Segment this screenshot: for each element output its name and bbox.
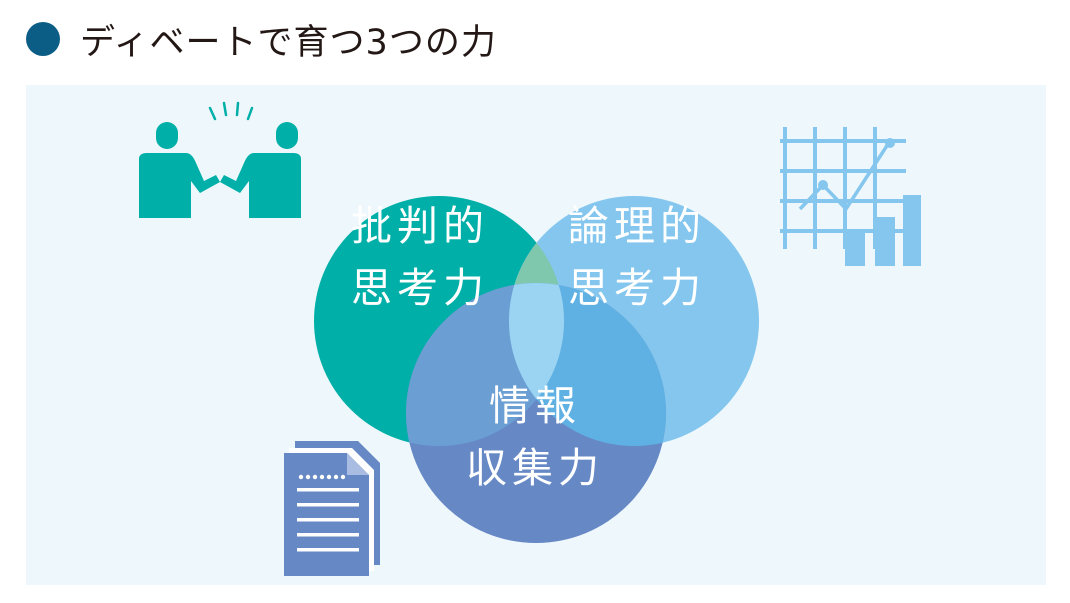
document-icon xyxy=(284,441,380,576)
title-bullet xyxy=(26,22,60,56)
diagram-panel: 批判的 思考力 論理的 思考力 情報 収集力 xyxy=(26,85,1046,585)
logical-thinking-label: 論理的 思考力 xyxy=(568,195,706,319)
critical-thinking-line2: 思考力 xyxy=(351,264,489,312)
page-title: ディベートで育つ3つの力 xyxy=(80,22,497,63)
title-row: ディベートで育つ3つの力 xyxy=(26,14,497,64)
information-gathering-line1: 情報 xyxy=(489,382,581,430)
information-gathering-label: 情報 収集力 xyxy=(460,375,610,499)
critical-thinking-label: 批判的 思考力 xyxy=(351,195,489,319)
growth-chart-icon xyxy=(780,127,921,266)
venn-diagram xyxy=(139,101,921,576)
discussion-icon xyxy=(139,101,301,218)
information-gathering-line2: 収集力 xyxy=(466,444,604,492)
logical-thinking-line1: 論理的 xyxy=(568,202,706,250)
critical-thinking-line1: 批判的 xyxy=(351,202,489,250)
logical-thinking-line2: 思考力 xyxy=(568,264,706,312)
